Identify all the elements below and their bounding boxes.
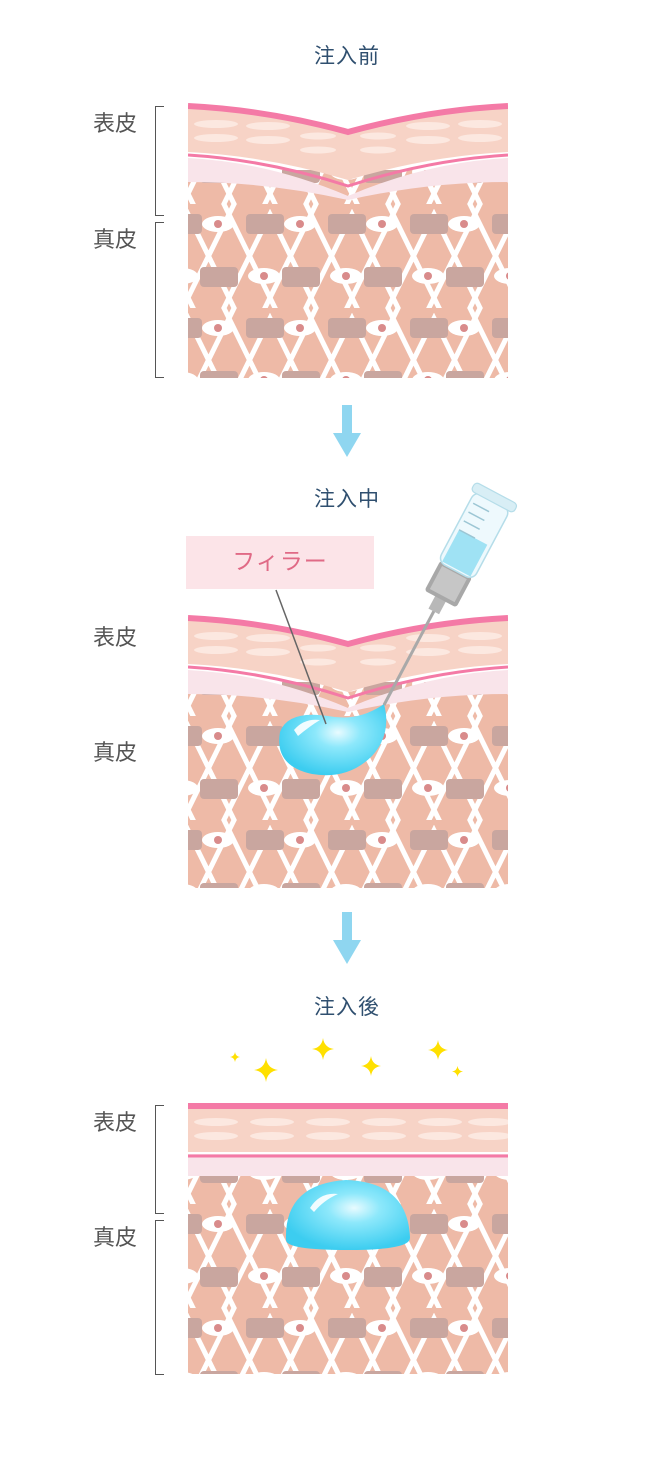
epidermis-layer	[188, 1106, 508, 1152]
dermis-layer	[188, 170, 508, 378]
sparkle-icon	[254, 1058, 278, 1082]
dermis-label: 真皮	[93, 741, 138, 766]
skin-cross-section-before	[188, 103, 508, 378]
filler-callout: フィラー	[186, 536, 374, 589]
dermis-layer	[188, 682, 508, 888]
epidermis-label: 表皮	[93, 112, 138, 137]
sparkle-icon	[428, 1040, 448, 1060]
epidermis-boundary	[188, 153, 508, 188]
skin-surface	[188, 615, 508, 648]
epidermis-cells	[194, 1118, 508, 1140]
skin-cross-section-during	[188, 615, 508, 888]
basement-band	[188, 158, 508, 200]
epidermis-bracket	[155, 106, 164, 216]
down-arrow-icon	[333, 912, 361, 964]
skin-surface	[188, 103, 508, 136]
epidermis-bracket	[155, 1105, 164, 1214]
epidermis-boundary	[188, 665, 508, 700]
filler-highlight	[310, 1193, 338, 1212]
dermis-bracket	[155, 1220, 164, 1375]
epidermis-label: 表皮	[93, 1111, 138, 1136]
sparkles	[230, 1038, 463, 1082]
basement-band	[188, 1154, 508, 1176]
epidermis-cells	[194, 120, 502, 154]
sparkle-icon	[230, 1052, 240, 1062]
stage-title-before: 注入前	[314, 44, 380, 68]
skin-cross-section-after	[188, 1103, 508, 1374]
epidermis-label: 表皮	[93, 626, 138, 651]
filler-blob	[285, 1180, 410, 1250]
dermis-label: 真皮	[93, 1226, 138, 1251]
dermis-label: 真皮	[93, 228, 138, 253]
stage-title-during: 注入中	[314, 487, 380, 511]
sparkle-icon	[361, 1056, 381, 1076]
dermis-bracket	[155, 222, 164, 378]
basement-band	[188, 670, 508, 712]
sparkle-icon	[452, 1066, 463, 1077]
sparkle-icon	[312, 1038, 334, 1060]
stage-title-after: 注入後	[314, 995, 380, 1019]
down-arrow-icon	[333, 405, 361, 457]
